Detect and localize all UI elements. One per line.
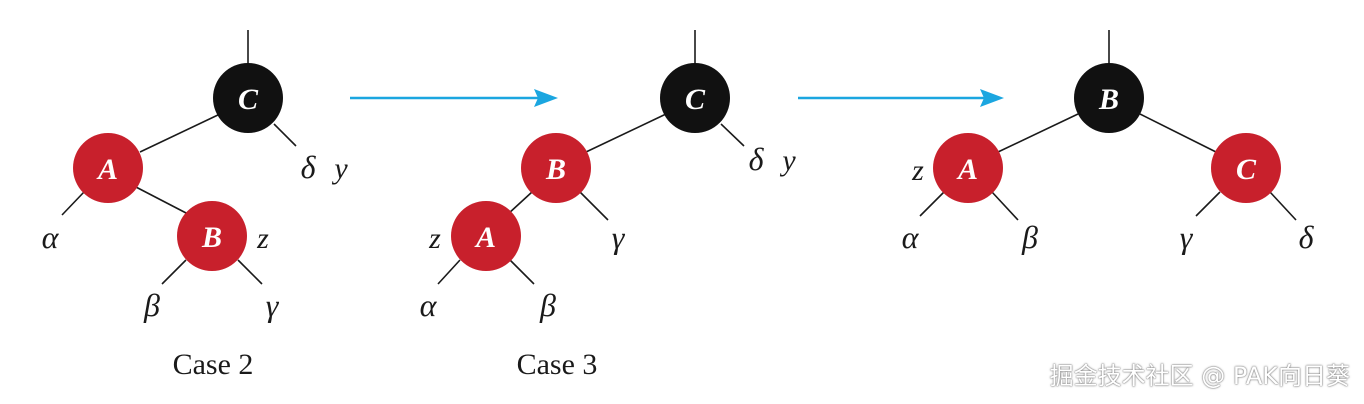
case-3-panel: C B A δ y z γ α β Case 3 <box>420 30 796 381</box>
edge-a-b <box>133 185 189 215</box>
edge-c-a <box>139 113 221 153</box>
label-z: z <box>256 222 269 255</box>
node-a: A <box>933 133 1003 203</box>
node-a-letter: A <box>956 153 978 186</box>
node-b: B <box>177 201 247 271</box>
edge-a-alpha <box>437 259 461 285</box>
subtree-delta: δ <box>301 149 317 185</box>
node-b: B <box>521 133 591 203</box>
subtree-gamma: γ <box>266 287 280 323</box>
edge-a-alpha <box>61 191 85 216</box>
node-a: A <box>73 133 143 203</box>
edge-c-gamma <box>1195 191 1221 217</box>
node-c: C <box>213 63 283 133</box>
edge-c-delta <box>720 123 745 147</box>
subtree-alpha: α <box>42 219 60 255</box>
edge-a-beta <box>509 259 535 285</box>
edge-c-b <box>585 113 667 153</box>
subtree-gamma: γ <box>1180 219 1194 255</box>
node-a-letter: A <box>96 153 118 186</box>
label-z: z <box>428 222 441 255</box>
subtree-delta: δ <box>749 141 765 177</box>
subtree-gamma: γ <box>612 219 626 255</box>
transition-arrow-1 <box>350 89 558 107</box>
node-a-letter: A <box>474 221 496 254</box>
edge-b-a <box>997 113 1079 153</box>
node-c: C <box>1211 133 1281 203</box>
watermark: 掘金技术社区 @ PAK向日葵 <box>1049 362 1350 390</box>
edge-b-gamma <box>579 191 609 221</box>
edge-c-delta <box>273 123 297 147</box>
subtree-beta: β <box>143 287 160 323</box>
node-b: B <box>1074 63 1144 133</box>
node-b-letter: B <box>201 221 222 254</box>
edge-a-alpha <box>919 191 945 217</box>
case-3-caption: Case 3 <box>517 348 598 381</box>
subtree-delta: δ <box>1299 219 1315 255</box>
label-y: y <box>779 144 796 177</box>
edge-b-gamma <box>237 259 263 285</box>
node-c-letter: C <box>238 83 259 116</box>
edge-c-delta <box>1269 191 1297 221</box>
edge-b-c <box>1139 113 1217 153</box>
node-c: C <box>660 63 730 133</box>
subtree-beta: β <box>539 287 556 323</box>
arrow-2-head <box>980 89 1004 107</box>
node-a-circle <box>451 201 521 271</box>
case-2-caption: Case 2 <box>173 348 254 381</box>
subtree-alpha: α <box>902 219 920 255</box>
edge-a-beta <box>991 191 1019 221</box>
node-c-circle <box>1211 133 1281 203</box>
subtree-beta: β <box>1021 219 1038 255</box>
transition-arrow-2 <box>798 89 1004 107</box>
label-y: y <box>331 152 348 185</box>
node-c-letter: C <box>1236 153 1257 186</box>
edge-b-a <box>507 191 533 215</box>
node-a: A <box>451 201 521 271</box>
subtree-alpha: α <box>420 287 438 323</box>
node-a-circle <box>73 133 143 203</box>
node-b-circle <box>521 133 591 203</box>
edge-b-beta <box>161 259 187 285</box>
arrow-1-head <box>534 89 558 107</box>
label-z: z <box>911 154 924 187</box>
case-2-panel: C A B δ y α z β γ Case 2 <box>42 30 348 381</box>
node-c-circle <box>660 63 730 133</box>
result-panel: B A C z α β γ δ <box>902 30 1315 255</box>
node-b-letter: B <box>1098 83 1119 116</box>
node-b-circle <box>177 201 247 271</box>
node-b-circle <box>1074 63 1144 133</box>
node-a-circle <box>933 133 1003 203</box>
node-c-letter: C <box>685 83 706 116</box>
node-c-circle <box>213 63 283 133</box>
node-b-letter: B <box>545 153 566 186</box>
